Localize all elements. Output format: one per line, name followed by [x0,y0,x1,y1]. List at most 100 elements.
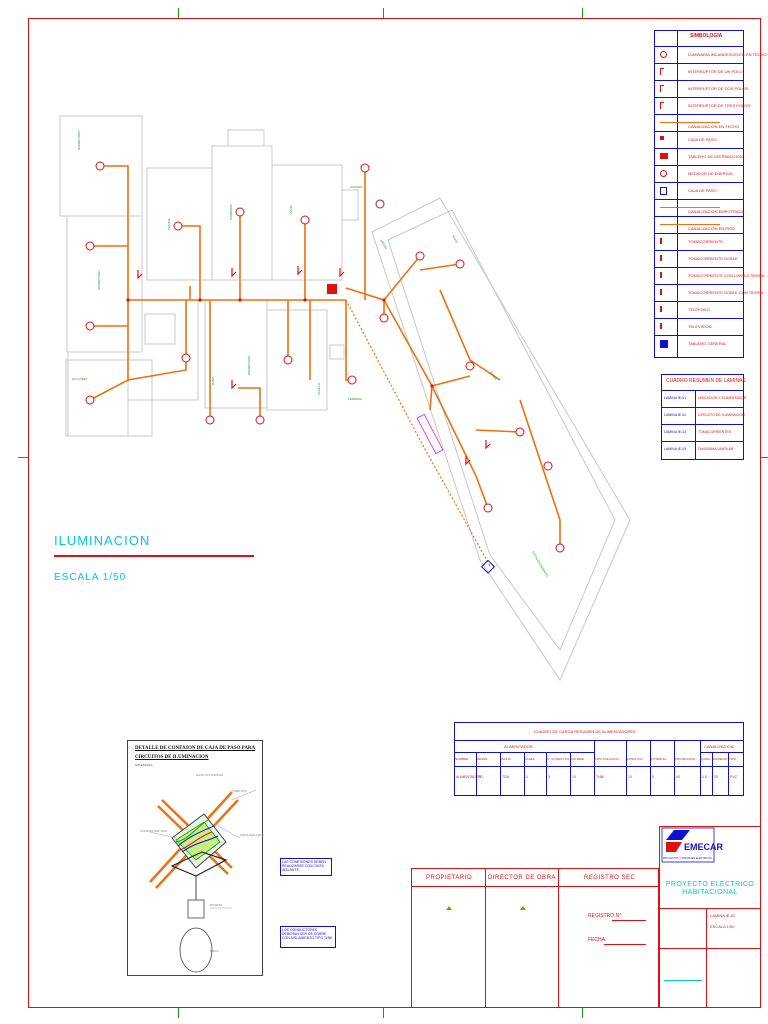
distribution-board-icon [660,153,668,159]
lamp-row-code: LAMINA IE-03 [664,430,687,434]
legend-row-rule [654,318,744,319]
feeder-column-header: N° CONDUCTORES [547,758,569,761]
legend-item-label: TOMACORRIENTE DOBLE [688,256,738,261]
lamp-row-desc: CIRCUITO DE ILUMINACION [698,413,745,417]
meter-box-icon [480,559,496,574]
svg-text:PATIO: PATIO [451,235,459,245]
luminaire-icon [555,543,565,553]
registration-tick [761,457,768,458]
svg-text:ESTAR: ESTAR [489,371,498,382]
signature-rule [411,886,659,887]
legend-item-label: INTERRUPTOR DE DOS POLOS [688,86,749,91]
svg-text:TERRAZA: TERRAZA [348,397,362,401]
lamp-row-rule [661,424,744,425]
floor-plan-walls [59,115,631,682]
registration-tick [582,8,583,18]
svg-text:COMEDOR: COMEDOR [229,204,233,221]
outlet-icon [660,238,665,244]
legend-row-rule [654,114,744,115]
detail-note-1: LAS CONEXIONES DEBEN REALIZARSE CON CINT… [282,860,326,873]
feeder-column-divider [728,752,729,796]
feeder-table-rule [454,740,744,741]
luminaire-icon [255,415,265,425]
registration-tick [383,1008,384,1018]
feeder-column-header: TIPO AISLACION [595,758,619,761]
legend-item-label: INTERRUPTOR DE UN POLO [688,69,743,74]
legend-row-rule [654,63,744,64]
switch-icon [485,440,491,450]
feeder-column-header: PROTECCION [675,758,696,761]
feeder-column-divider [594,740,595,796]
legend-item-label: TOMACORRIENTE [688,239,724,244]
legend-row-rule [654,182,744,183]
legend-item-label: TABLERO DE DISTRIBUCION [688,154,743,159]
luminaire-icon [347,375,357,385]
feeder-line [345,299,491,567]
ground-outlet-icon [660,272,665,278]
detail-box [127,740,263,976]
legend-row-rule [654,148,744,149]
company-subtitle: PROYECTOS Y MONTAJES ELECTRICOS [663,857,712,860]
switch-icons [137,266,491,466]
legend-row-rule [654,250,744,251]
feeder-cell: PVC [730,775,738,779]
director-heading: DIRECTOR DE OBRA [488,875,556,881]
signature-divider [558,868,559,1008]
legend-row-rule [654,335,744,336]
detail-title-line1: DETALLE DE CONEXION DE CAJA DE PASO PARA [135,746,256,751]
registry-number-line [612,920,646,921]
lamp-row-code: LAMINA IE-01 [664,396,687,400]
luminaire-icon [543,461,553,471]
legend-item-label: CAJA DE PASO [688,188,717,193]
feeder-subheader-rule [454,752,594,753]
junction-box-icon [660,136,664,140]
switch-double-icon [660,85,664,92]
feeder-cell: 1.5 [702,775,707,779]
legend-item-label: TOMACORRIENTE CON LINEA A TIERRA [688,273,765,278]
luminaire-icon [379,313,389,323]
luminaire-icon [300,215,310,225]
registration-tick [178,8,179,18]
legend-divider [677,31,678,357]
feeder-column-divider [524,752,525,796]
lamp-row-code: LAMINA IE-04 [664,447,687,451]
detail-title-line2: CIRCUITOS DE ILUMINACION [135,755,209,760]
legend-item-label: INTERRUPTOR DE TRES POLOS [688,103,751,108]
registry-number-label: REGISTRO N° [588,913,622,919]
pass-box-icon [660,187,667,195]
detail-callout-label: FOCO [210,949,219,953]
luminaire-icon [360,163,370,173]
luminaire-icon [95,161,105,171]
legend-row-rule [654,199,744,200]
luminaire-icon [455,259,465,269]
lamp-row-rule [661,407,744,408]
feeder-group-right: CANALIZACION [704,744,734,749]
feeder-table-rule [454,766,744,767]
svg-text:LIVING: LIVING [289,204,293,215]
switch-icon [465,456,471,466]
feeder-cell: ALIMENTADOR [456,775,482,779]
ground-double-outlet-icon [660,289,665,295]
registry-heading: REGISTRO SEC [584,875,636,881]
svg-text:JARDIN: JARDIN [379,239,388,250]
switch-single-icon [660,68,664,75]
feeder-column-header: TIPO [729,758,737,761]
feeder-column-header: LONGITUD [627,758,643,761]
feeder-table [454,722,744,796]
feeder-cell: 3 [548,775,550,779]
feeder-column-header: POTENCIA [651,758,667,761]
legend-row-rule [654,284,744,285]
detail-note-box-2 [280,926,336,948]
signature-mark-icon [446,906,452,910]
detail-note-2: LOS CONDUCTORES DEBERAN SER DE COBRE CON… [282,928,332,941]
svg-text:DORMITORIO: DORMITORIO [97,270,101,290]
feeder-column-divider [500,752,501,796]
title-block-cyan-rule [664,980,702,981]
feeder-column-header: HASTA [501,758,511,761]
registry-date-line [604,944,646,945]
legend-row-rule [654,165,744,166]
svg-text:DORMITORIO: DORMITORIO [77,130,81,150]
detail-callout-label: CINTA AISLANTE [240,833,264,837]
detail-callout-label: TUBO PVC [232,789,248,793]
